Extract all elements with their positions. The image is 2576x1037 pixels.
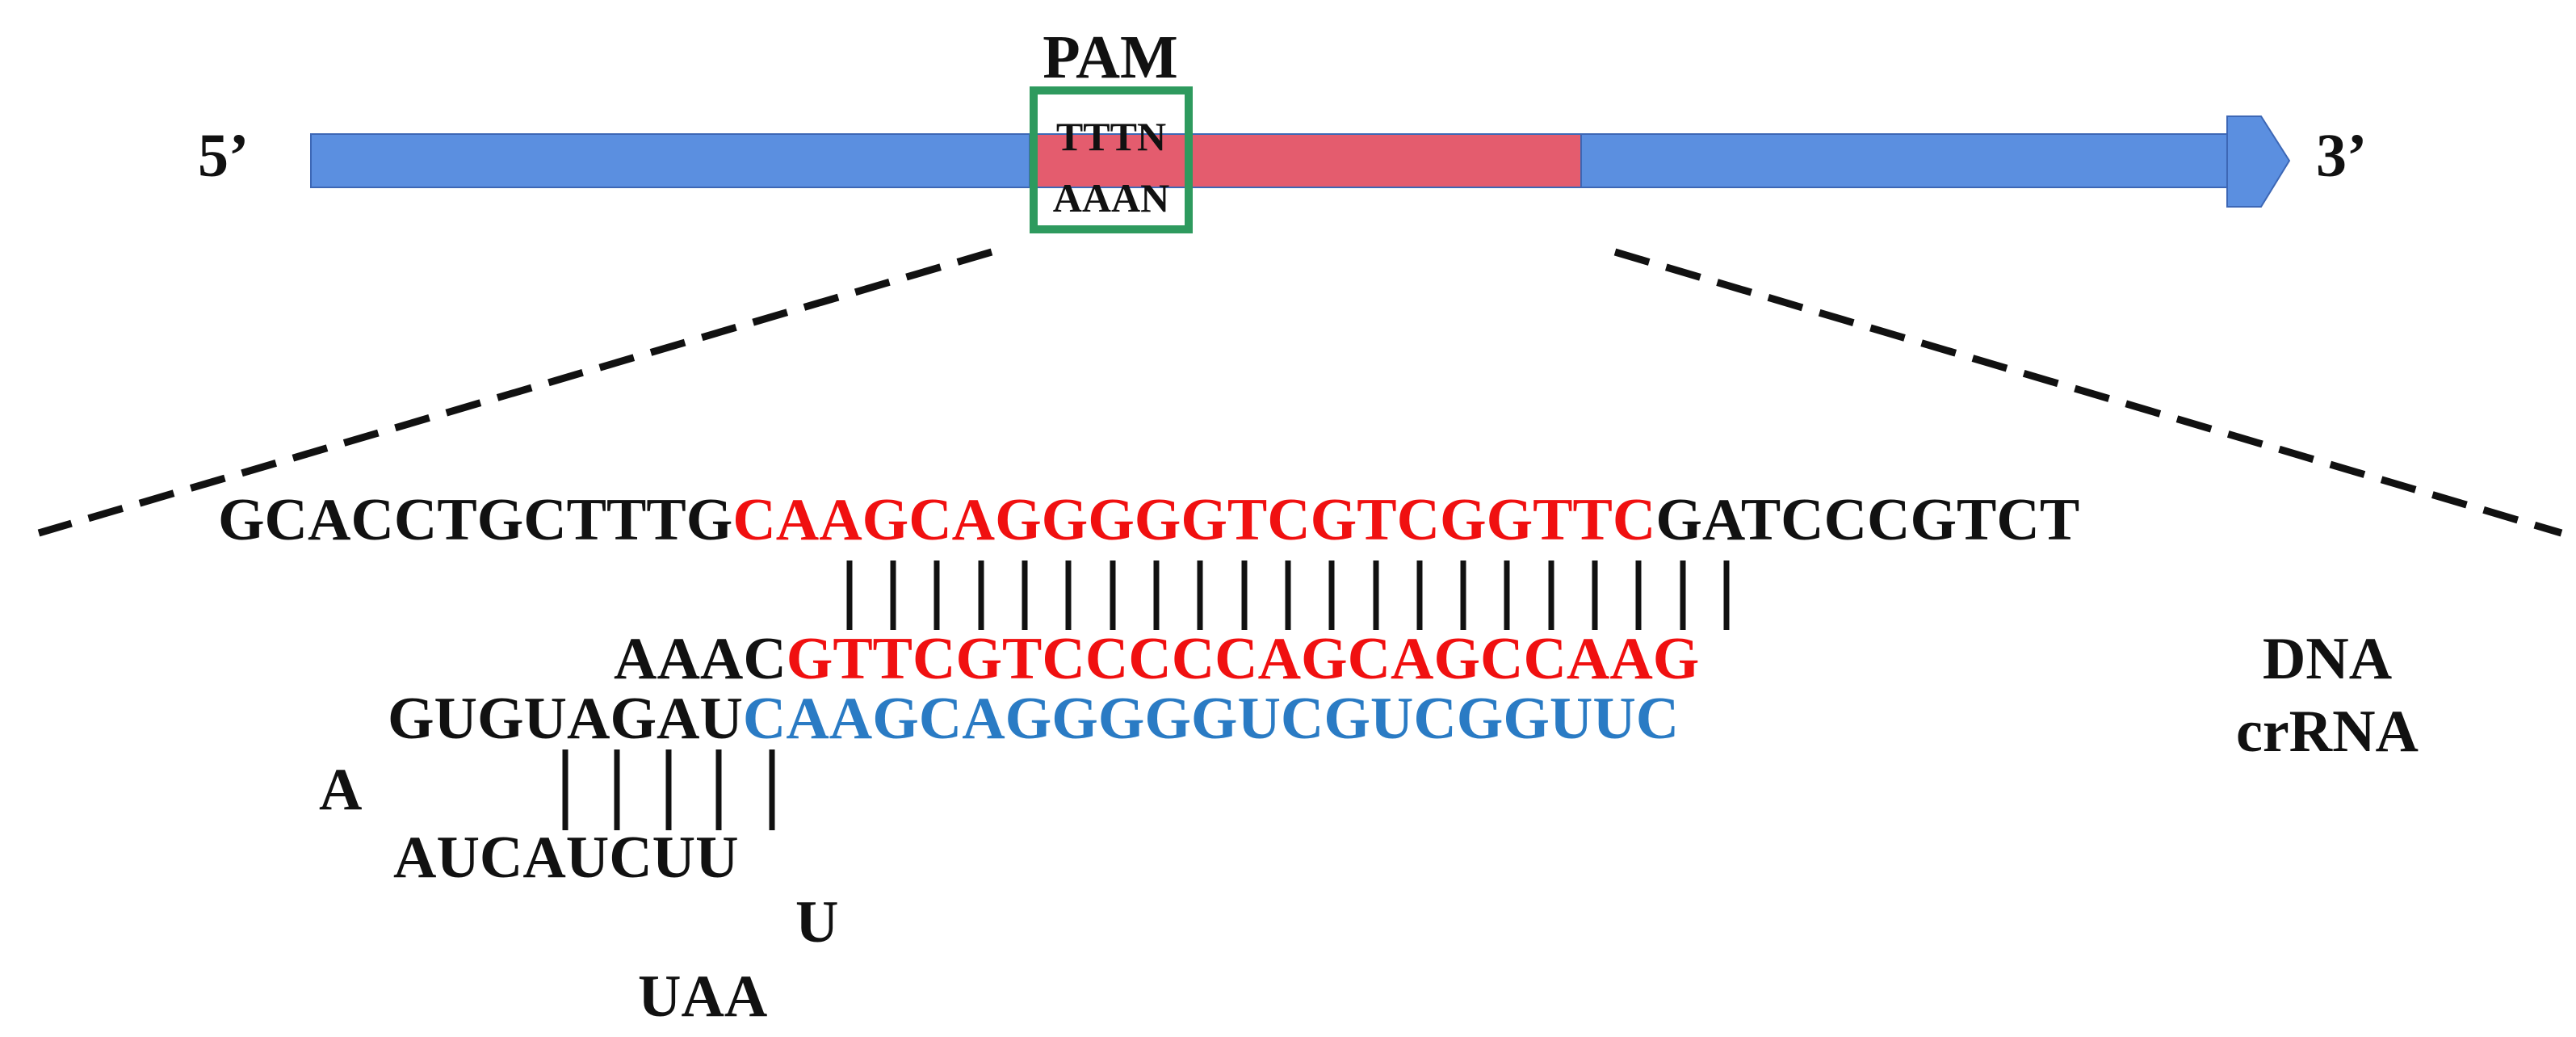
zoom-line-left — [37, 248, 993, 537]
pam-top-sequence: TTTN — [1056, 114, 1166, 159]
legend-crrna: crRNA — [2236, 699, 2419, 765]
crrna-loop-u: U — [795, 889, 838, 955]
crrna-stem-top: GUGUAGAU — [388, 686, 743, 752]
crrna-strand: GUGUAGAUCAAGCAGGGGGUCGUCGGUUC — [388, 686, 1679, 752]
strand-arrowhead — [2226, 115, 2291, 208]
legend-dna: DNA — [2263, 626, 2392, 692]
zoom-line-right — [1613, 248, 2563, 537]
crrna-stem-bottom: AUCAUCUU — [393, 825, 739, 891]
dna-strand-arrow — [310, 115, 2291, 208]
dna-top-target: CAAGCAGGGGGTCGTCGGTTC — [732, 487, 1655, 553]
crrna-spacer: CAAGCAGGGGGUCGUCGGUUC — [743, 686, 1679, 752]
three-prime-label: 3’ — [2316, 122, 2367, 190]
pam-title: PAM — [1043, 23, 1177, 91]
target-pairing-bars — [846, 560, 1730, 630]
dna-top-strand: GCACCTGCTTTGCAAGCAGGGGGTCGTCGGTTCGATCCCG… — [218, 487, 2079, 553]
dna-bottom-target: GTTCGTCCCCCAGCAGCCAAG — [787, 626, 1700, 692]
hairpin-pairing-bars — [562, 749, 775, 830]
crrna-loop-a: A — [319, 757, 362, 823]
crrna-loop-uaa: UAA — [638, 964, 767, 1030]
dna-top-right: GATCCCGTCT — [1655, 487, 2079, 553]
dna-top-left: GCACCTGCTTTG — [218, 487, 732, 553]
strand-left-segment — [310, 133, 1030, 188]
pam-bottom-sequence: AAAN — [1053, 175, 1169, 220]
strand-right-segment — [1580, 133, 2230, 188]
pam-box — [1030, 86, 1193, 233]
five-prime-label: 5’ — [198, 122, 249, 190]
dna-bottom-strand: AAACGTTCGTCCCCCAGCAGCCAAG — [614, 626, 1699, 692]
dna-bottom-prefix: AAAC — [614, 626, 787, 692]
protospacer-segment — [1029, 133, 1582, 188]
